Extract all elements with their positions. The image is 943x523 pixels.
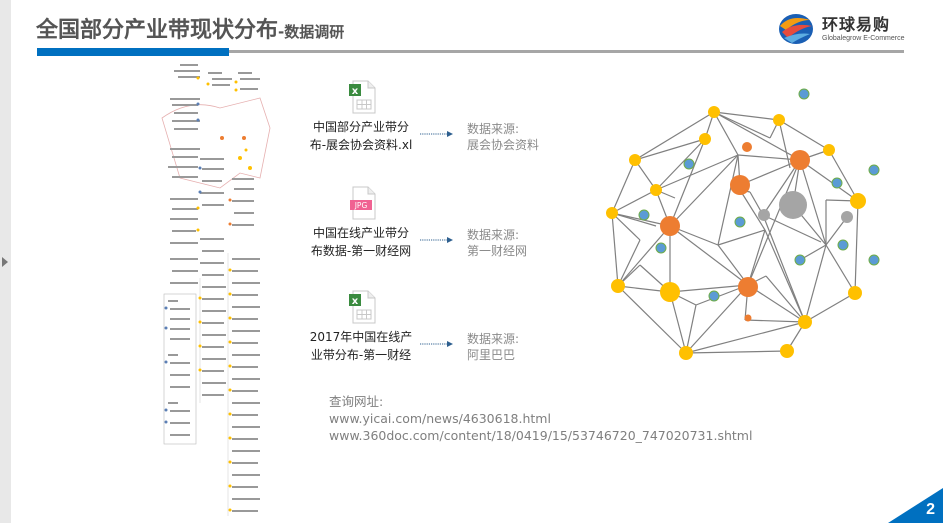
dotted-arrow-icon xyxy=(420,131,453,137)
play-arrow-icon[interactable] xyxy=(2,257,8,267)
file-row-1: x 中国部分产业带分 布-展会协会资料.xl 数据来源: 展会协会资料 xyxy=(300,80,600,170)
dotted-arrow-icon xyxy=(420,341,453,347)
file-caption: 中国在线产业带分 布数据-第一财经网 xyxy=(300,224,422,260)
source-value: 展会协会资料 xyxy=(467,138,540,152)
page-title: 全国部分产业带现状分布-数据调研 xyxy=(36,12,344,44)
excel-file-icon[interactable]: x xyxy=(347,290,377,324)
url-link-1[interactable]: www.yicai.com/news/4630618.html xyxy=(329,411,551,426)
network-graph-illustration xyxy=(606,88,880,360)
file-row-3: x 2017年中国在线产 业带分布-第一财经 数据来源: 阿里巴巴 xyxy=(300,290,600,380)
source-value: 阿里巴巴 xyxy=(467,348,516,362)
logo-name-cn: 环球易购 xyxy=(822,14,891,34)
url-link-2[interactable]: www.360doc.com/content/18/0419/15/537467… xyxy=(329,428,753,443)
file-caption: 2017年中国在线产 业带分布-第一财经 xyxy=(300,328,422,364)
source-label: 数据来源: xyxy=(467,122,520,136)
company-logo: 环球易购 Globalegrow E-Commerce xyxy=(776,12,904,46)
title-divider-line xyxy=(229,50,904,53)
svg-text:x: x xyxy=(352,86,359,97)
caption-line-2: 业带分布-第一财经 xyxy=(310,348,412,362)
source-value: 第一财经网 xyxy=(467,244,528,258)
dotted-arrow-icon xyxy=(420,237,453,243)
source-label: 数据来源: xyxy=(467,332,520,346)
file-row-2: JPG 中国在线产业带分 布数据-第一财经网 数据来源: 第一财经网 xyxy=(300,186,600,276)
page-number-corner xyxy=(888,488,943,523)
svg-text:x: x xyxy=(352,296,359,307)
title-accent-bar xyxy=(37,48,229,56)
svg-text:JPG: JPG xyxy=(354,201,368,210)
jpg-file-icon[interactable]: JPG xyxy=(347,186,377,220)
logo-name-en: Globalegrow E-Commerce xyxy=(822,34,905,42)
caption-line-1: 中国部分产业带分 xyxy=(312,120,409,134)
data-source: 数据来源: 第一财经网 xyxy=(467,227,527,259)
caption-line-2: 布-展会协会资料.xl xyxy=(309,138,413,152)
caption-line-1: 中国在线产业带分 xyxy=(312,226,409,240)
title-main: 全国部分产业带现状分布 xyxy=(36,18,279,43)
data-source: 数据来源: 展会协会资料 xyxy=(467,121,539,153)
source-label: 数据来源: xyxy=(467,228,520,242)
urls-label: 查询网址: xyxy=(329,394,384,409)
industry-belt-map-image xyxy=(160,58,275,516)
globe-logo-icon xyxy=(779,14,813,44)
page-number: 2 xyxy=(926,501,935,518)
query-urls: 查询网址: www.yicai.com/news/4630618.html ww… xyxy=(329,393,752,444)
caption-line-2: 布数据-第一财经网 xyxy=(310,244,412,258)
caption-line-1: 2017年中国在线产 xyxy=(309,330,413,344)
excel-file-icon[interactable]: x xyxy=(347,80,377,114)
data-source: 数据来源: 阿里巴巴 xyxy=(467,331,519,363)
title-sub: -数据调研 xyxy=(278,23,345,41)
file-caption: 中国部分产业带分 布-展会协会资料.xl xyxy=(300,118,422,154)
